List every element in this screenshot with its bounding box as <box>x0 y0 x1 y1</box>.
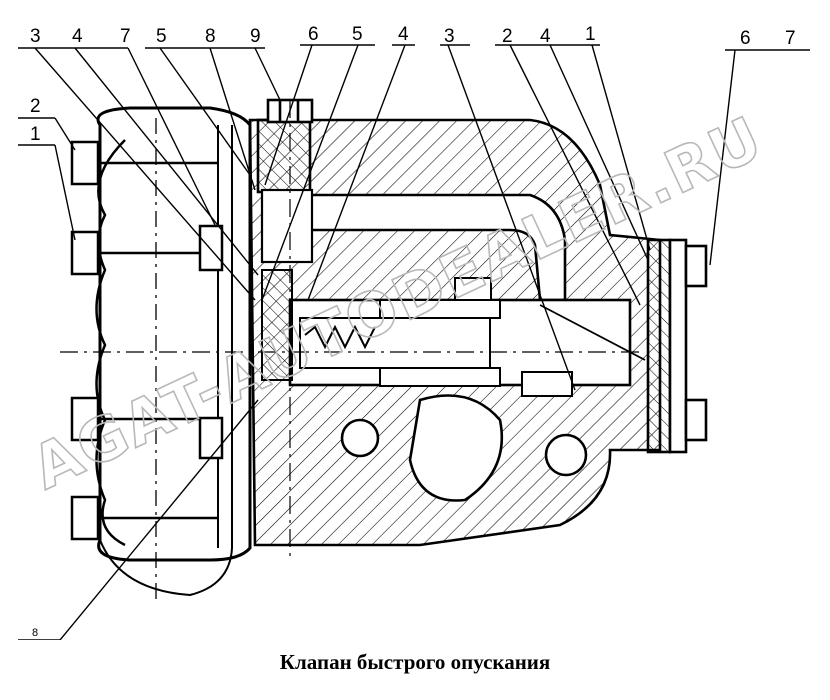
callout-4-top: 4 <box>398 24 409 45</box>
callout-5-top: 5 <box>352 24 363 45</box>
callout-5-left: 5 <box>156 26 167 47</box>
callout-2-side: 2 <box>30 96 41 117</box>
callout-8-bottom: 8 <box>32 627 38 639</box>
callout-3-left: 3 <box>30 26 41 47</box>
drawing-caption: Клапан быстрого опускания <box>279 650 551 674</box>
callout-1-top: 1 <box>585 24 596 45</box>
callout-2-top: 2 <box>502 26 513 47</box>
callout-9-top: 9 <box>250 26 261 47</box>
callout-8-top: 8 <box>205 26 216 47</box>
right-cover-plate <box>539 238 708 454</box>
valve-housing <box>248 98 662 547</box>
callout-4-left: 4 <box>72 26 83 47</box>
callout-6-top: 6 <box>308 24 319 45</box>
callout-6-right: 6 <box>740 28 751 49</box>
callout-7-left: 7 <box>120 26 131 47</box>
callout-7-right: 7 <box>785 28 796 49</box>
valve-cross-section-drawing: 3 4 7 5 8 9 6 5 4 3 2 4 1 6 7 2 1 8 AGAT… <box>18 24 810 640</box>
leader-lines <box>18 44 810 640</box>
left-bolts <box>70 140 224 541</box>
callout-1-side: 1 <box>30 124 41 145</box>
centre-lines <box>60 100 640 560</box>
callout-3-top: 3 <box>444 26 455 47</box>
callout-4-right: 4 <box>540 26 551 47</box>
